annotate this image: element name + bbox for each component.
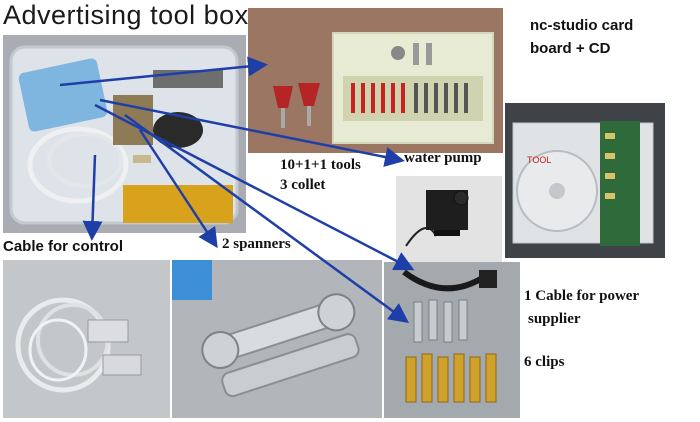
nc-card-label: nc-studio card — [530, 17, 634, 34]
tools-label: 10+1+1 tools — [280, 157, 361, 173]
arrow-to-clips — [124, 113, 410, 323]
spanners-photo — [172, 260, 382, 418]
power-cable-label: 1 Cable for power — [524, 288, 640, 304]
nc-card-photo: TOOL — [505, 103, 665, 258]
water-pump-label: water pump — [404, 150, 482, 166]
power-cable-label-2: supplier — [528, 311, 581, 327]
arrow-to-control-cable — [82, 154, 103, 241]
clips-label: 6 clips — [524, 354, 565, 370]
cd-label: TOOL — [527, 155, 551, 165]
arrow-to-water-pump — [99, 98, 405, 167]
clips-photo — [384, 262, 520, 418]
nc-card-label-2: board + CD — [530, 40, 611, 57]
control-cable-photo — [3, 260, 170, 418]
tools-photo — [248, 8, 503, 153]
toolbox-photo — [3, 35, 246, 233]
spanners-label: 2 spanners — [222, 236, 291, 252]
cable-control-label: Cable for control — [3, 238, 124, 255]
arrow-to-spanners — [138, 129, 218, 249]
collet-label: 3 collet — [280, 177, 326, 193]
arrow-to-tools — [59, 56, 268, 87]
page-title: Advertising tool box — [3, 0, 249, 30]
water-pump-photo — [396, 176, 502, 263]
